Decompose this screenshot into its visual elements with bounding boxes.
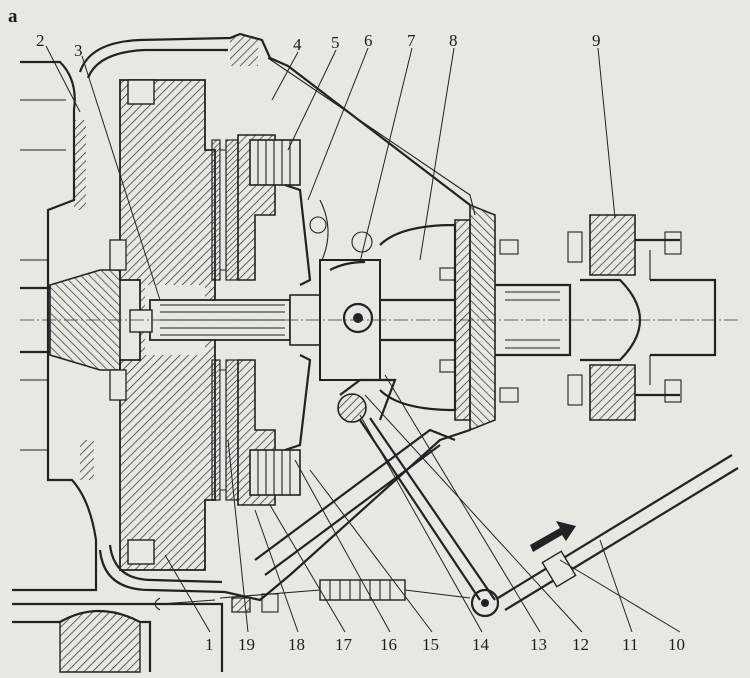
callout-2: 2 — [36, 31, 45, 50]
callout-18: 18 — [288, 635, 305, 654]
callout-6: 6 — [364, 31, 373, 50]
callout-11: 11 — [622, 635, 638, 654]
callout-3: 3 — [74, 41, 83, 60]
direction-arrow-icon — [530, 521, 576, 552]
driven-disc — [211, 139, 239, 501]
bearing-cover — [379, 203, 496, 432]
callout-12: 12 — [572, 635, 589, 654]
return-spring — [154, 579, 471, 611]
universal-joint — [567, 214, 717, 421]
callout-4: 4 — [293, 35, 302, 54]
callout-15: 15 — [422, 635, 439, 654]
callout-13: 13 — [530, 635, 547, 654]
callout-8: 8 — [449, 31, 458, 50]
release-levers — [284, 183, 329, 452]
callout-10: 10 — [668, 635, 685, 654]
callout-labels: 2 3 4 5 6 7 8 9 10 11 12 13 14 15 16 17 … — [36, 31, 685, 654]
release-bearing — [319, 231, 381, 381]
pressure-spring — [249, 139, 301, 496]
callout-14: 14 — [472, 635, 490, 654]
callout-9: 9 — [592, 31, 601, 50]
engine-block — [12, 60, 98, 592]
detail-section — [12, 593, 279, 673]
callout-17: 17 — [335, 635, 353, 654]
callout-1: 1 — [205, 635, 214, 654]
crankshaft-flange — [20, 239, 127, 401]
figure-letter: a — [8, 6, 18, 27]
callout-7: 7 — [407, 31, 416, 50]
pedal-rod — [497, 454, 739, 611]
callout-5: 5 — [331, 33, 340, 52]
leader-lines — [45, 45, 681, 633]
clutch-housing — [78, 32, 476, 602]
callout-16: 16 — [380, 635, 397, 654]
callout-19: 19 — [238, 635, 255, 654]
